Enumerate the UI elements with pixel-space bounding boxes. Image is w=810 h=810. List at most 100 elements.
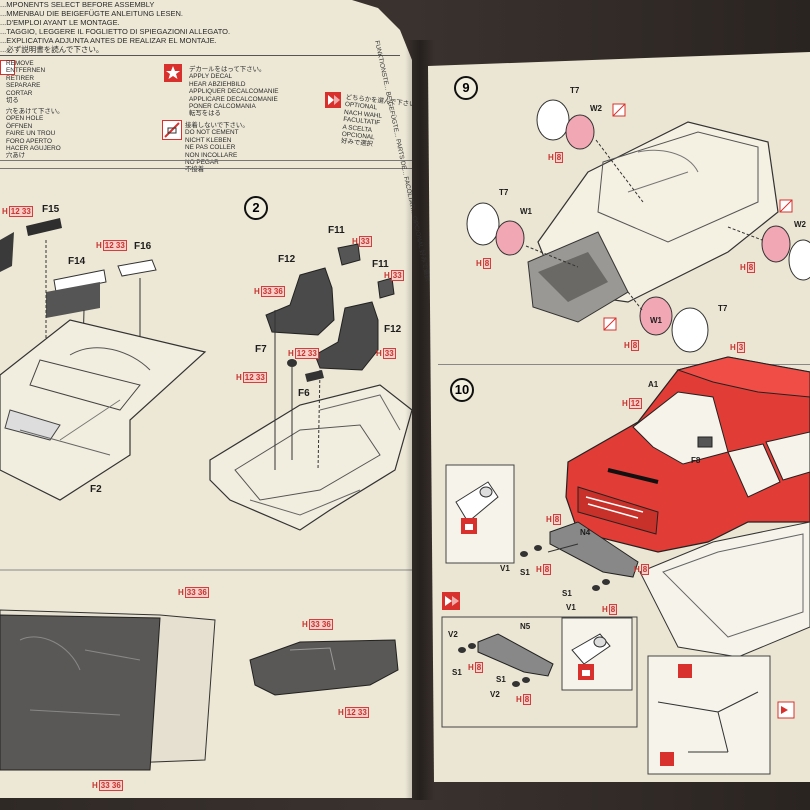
legend-no-cement: 接着しないで下さい。 DO NOT CEMENT NICHT KLEBEN NE…: [185, 122, 249, 174]
part-f15: [26, 218, 62, 236]
header-line: ...MMENBAU DIE BEIGEFÜGTE ANLEITUNG LESE…: [0, 9, 183, 18]
legend-text: NO PEGAR: [185, 159, 219, 167]
label-f15: F15: [42, 204, 60, 215]
headrest-f11-b: [377, 277, 395, 299]
label-s1: S1: [562, 589, 572, 598]
part-n4-grille: [549, 521, 639, 578]
legend-text: ENTFERNEN: [6, 67, 46, 75]
wheel-w2: [565, 114, 595, 150]
label-n4: N4: [580, 528, 591, 537]
section-divider: [0, 160, 412, 161]
header-text: ...MPONENTS SELECT BEFORE ASSEMBLY ...MM…: [0, 0, 230, 54]
section-divider: [0, 168, 412, 169]
legend-text: 穴あけ: [6, 152, 26, 160]
legend-text: 接着しないで下さい。: [185, 122, 249, 129]
label-f12: F12: [384, 324, 402, 335]
part-f7: [287, 359, 297, 367]
step-number: 9: [454, 76, 478, 100]
part-f14-panel: [46, 282, 100, 318]
legend-text: APPLIQUER DECALCOMANIE: [189, 88, 279, 96]
legend-text: PONER CALCOMANIA: [189, 103, 256, 111]
part-f14: [53, 269, 107, 293]
legend-open-hole: 穴をあけて下さい。 OPEN HOLE ÖFFNEN FAIRE UN TROU…: [6, 108, 64, 160]
wheel-w1: [495, 220, 525, 256]
header-line: ...EXPLICATIVA ADJUNTA ANTES DE REALIZAR…: [0, 36, 217, 45]
optional-choice-icon: [325, 92, 341, 108]
wheel-w1: [639, 296, 673, 336]
legend-remove: REMOVE ENTFERNEN RETIRER SEPARARE CORTAR…: [6, 60, 45, 104]
label-s1: S1: [452, 668, 462, 677]
legend-text: DO NOT CEMENT: [185, 129, 239, 137]
label-w1: W1: [650, 316, 662, 325]
legend-text: APPLICARE DECALCOMANIE: [189, 95, 278, 103]
label-w2: W2: [590, 104, 602, 113]
legend-text: APPLY DECAL: [189, 73, 233, 81]
legend-text: REMOVE: [6, 60, 34, 67]
tire-t7: [671, 307, 709, 353]
legend-text: NICHT KLEBEN: [185, 136, 232, 144]
legend-text: 転写をはる: [189, 110, 221, 118]
label-w2: W2: [794, 220, 806, 229]
label-v2: V2: [448, 630, 458, 639]
label-t7: T7: [718, 304, 728, 313]
header-line: ...MPONENTS SELECT BEFORE ASSEMBLY: [0, 0, 155, 9]
part-f6: [305, 370, 324, 382]
legend-text: NE PAS COLLER: [185, 144, 236, 152]
label-f8: F8: [691, 456, 701, 465]
right-page: 9 10: [428, 52, 810, 782]
label-t7: T7: [499, 188, 509, 197]
step-divider: [438, 364, 810, 365]
legend-text: CORTAR: [6, 89, 33, 97]
label-s1: S1: [520, 568, 530, 577]
label-v2: V2: [490, 690, 500, 699]
remove-icon: [0, 60, 15, 75]
legend-text: HACER AGUJERO: [6, 145, 61, 153]
label-f11: F11: [372, 259, 389, 270]
legend-text: HEAR ABZIEHBILD: [189, 80, 246, 88]
left-page: ...MPONENTS SELECT BEFORE ASSEMBLY ...MM…: [0, 0, 412, 798]
label-w1: W1: [520, 207, 532, 216]
header-line: ...必ず説明書を読んで下さい。: [0, 45, 104, 54]
label-f6: F6: [298, 388, 310, 399]
part-left-edge: [0, 232, 14, 272]
part-f16: [117, 259, 157, 277]
label-f7: F7: [255, 344, 267, 355]
label-s1: S1: [496, 675, 506, 684]
legend-text: 穴をあけて下さい。: [6, 108, 64, 115]
legend-text: OPEN HOLE: [6, 115, 44, 123]
label-f14: F14: [68, 256, 86, 267]
no-cement-icon: [162, 120, 182, 140]
legend-text: 切る: [6, 97, 19, 105]
legend-text: 不接着: [185, 166, 205, 174]
legend-text: ÖFFNEN: [6, 122, 33, 130]
label-f2: F2: [90, 484, 102, 495]
legend-text: デカールをはって下さい。: [189, 66, 266, 73]
legend-text: SEPARARE: [6, 82, 41, 90]
legend-decal: デカールをはって下さい。 APPLY DECAL HEAR ABZIEHBILD…: [189, 66, 279, 118]
decal-star-icon: [164, 64, 182, 82]
part-n5-bumper: [477, 633, 554, 677]
seat-right: [314, 301, 379, 371]
headrest-f11: [337, 243, 361, 266]
legend-text: FORO APERTO: [6, 137, 52, 145]
header-line: ...D'EMPLOI AYANT LE MONTAGE.: [0, 18, 120, 27]
label-f16: F16: [134, 241, 152, 252]
